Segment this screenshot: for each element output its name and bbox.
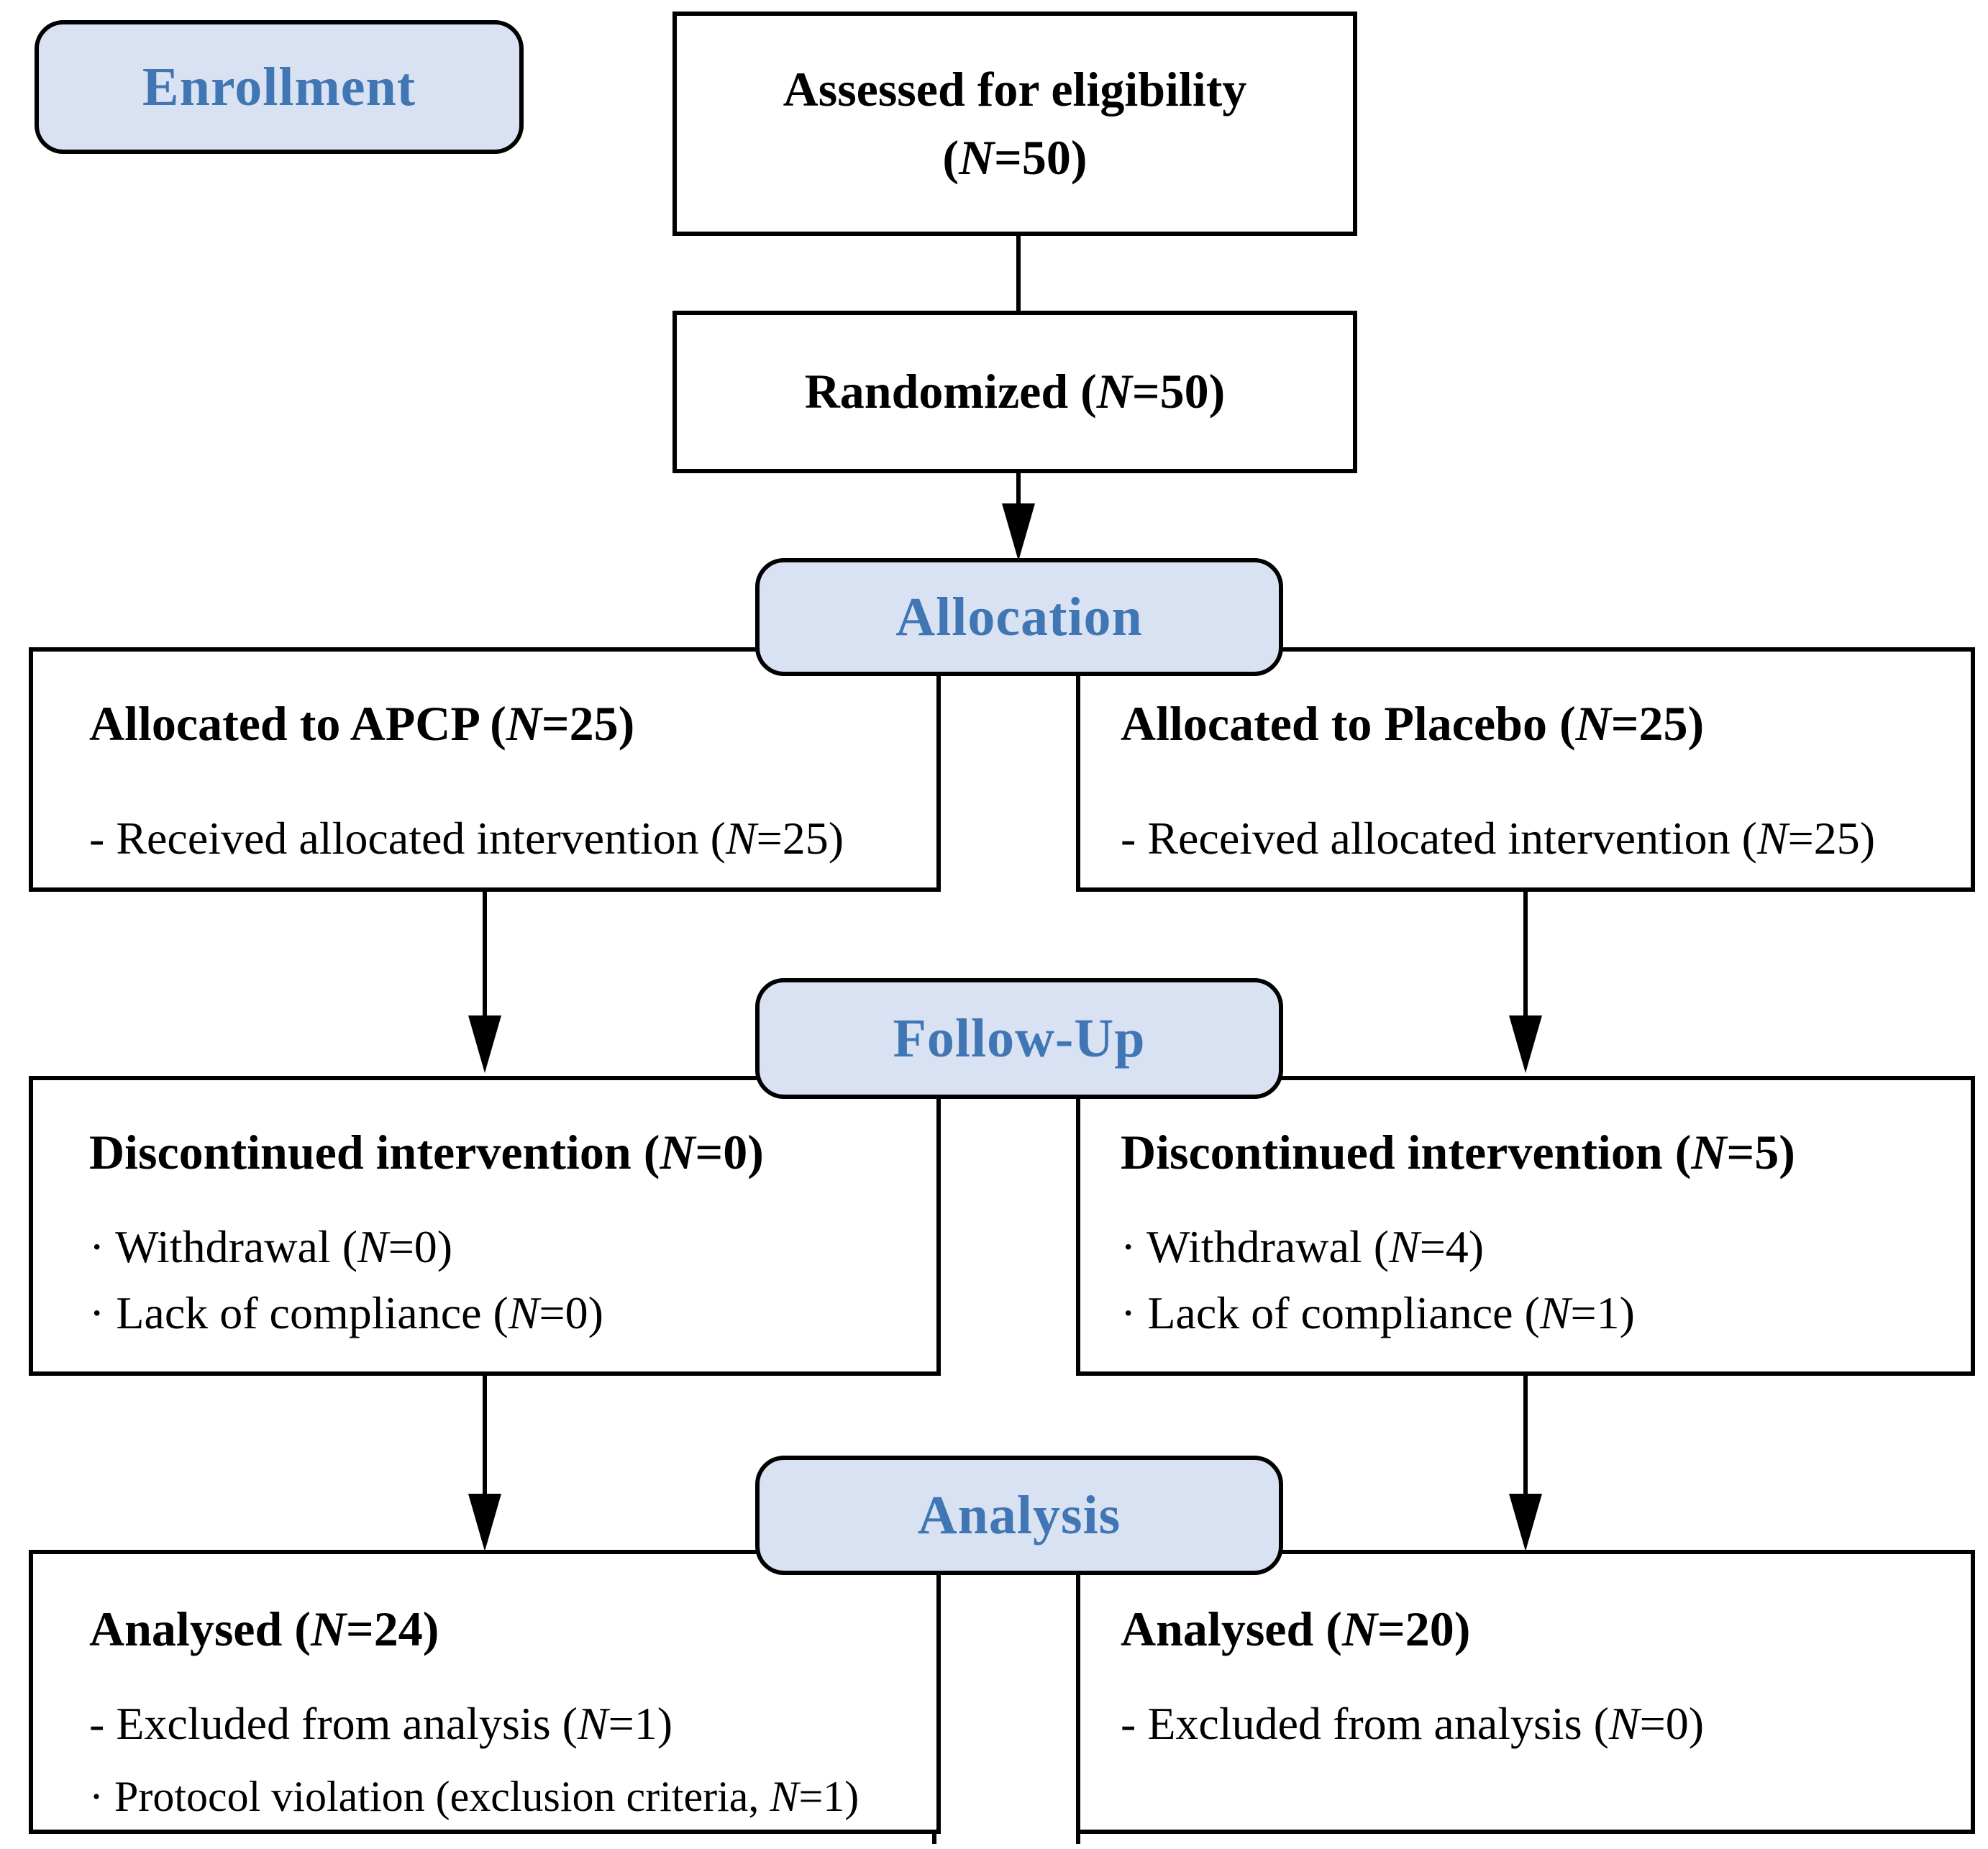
n-variable: N xyxy=(1389,1220,1420,1272)
arrowhead-apcp-followup xyxy=(468,1015,501,1073)
n-variable: N xyxy=(1756,812,1788,864)
box-item: - Excluded from analysis (N=1) xyxy=(89,1697,672,1749)
box-title: Analysed (N=20) xyxy=(1121,1602,1471,1656)
allocated-placebo-box: Allocated to Placebo (N=25) - Received a… xyxy=(1076,647,1975,892)
n-variable: N xyxy=(660,1125,696,1179)
box-item: · Lack of compliance (N=0) xyxy=(89,1287,603,1339)
allocation-stage-label: Allocation xyxy=(895,586,1143,647)
connector-apcp-followup xyxy=(483,892,487,1020)
n-variable: N xyxy=(508,1287,539,1339)
box-title: Allocated to APCP (N=25) xyxy=(89,696,635,751)
box-item: - Received allocated intervention (N=25) xyxy=(1121,812,1876,864)
analysis-stage-label: Analysis xyxy=(917,1484,1121,1546)
n-variable: N xyxy=(770,1773,799,1821)
connector-apcp-analysis xyxy=(483,1376,487,1497)
analysed-apcp-box: Analysed (N=24) - Excluded from analysis… xyxy=(29,1550,941,1834)
connector-assessed-randomized xyxy=(1016,236,1021,312)
followup-stage-label: Follow-Up xyxy=(893,1008,1146,1069)
connector-placebo-followup xyxy=(1523,892,1528,1020)
n-variable: N xyxy=(1341,1602,1378,1656)
n-variable: N xyxy=(357,1220,388,1272)
box-title: Discontinued intervention (N=0) xyxy=(89,1125,764,1179)
box-item: · Withdrawal (N=0) xyxy=(89,1220,453,1272)
box-title: Allocated to Placebo (N=25) xyxy=(1121,696,1705,751)
randomized-box: Randomized (N=50) xyxy=(672,311,1357,473)
arrowhead-apcp-analysis xyxy=(468,1494,501,1551)
n-variable: N xyxy=(506,696,542,751)
n-variable: N xyxy=(1539,1287,1571,1339)
n-variable: N xyxy=(1575,696,1611,751)
arrowhead-placebo-analysis xyxy=(1509,1494,1542,1551)
n-variable: N xyxy=(725,812,757,864)
n-variable: N xyxy=(959,130,995,185)
arrowhead-allocation xyxy=(1002,503,1035,561)
allocation-stage-pill: Allocation xyxy=(755,558,1283,676)
n-variable: N xyxy=(1691,1125,1727,1179)
allocated-apcp-box: Allocated to APCP (N=25) - Received allo… xyxy=(29,647,941,892)
box-item: - Excluded from analysis (N=0) xyxy=(1121,1697,1704,1749)
analysed-placebo-box: Analysed (N=20) - Excluded from analysis… xyxy=(1076,1550,1975,1834)
box-item: · Withdrawal (N=4) xyxy=(1121,1220,1485,1272)
border-stub-right xyxy=(1076,1830,1080,1844)
randomized-line: Randomized (N=50) xyxy=(804,364,1226,419)
box-item: · Protocol violation (exclusion criteria… xyxy=(89,1773,860,1821)
n-variable: N xyxy=(577,1697,608,1749)
analysis-stage-pill: Analysis xyxy=(755,1456,1283,1575)
enrollment-stage-pill: Enrollment xyxy=(35,20,524,154)
connector-placebo-analysis xyxy=(1523,1376,1528,1497)
assessed-line2: (N=50) xyxy=(942,130,1088,185)
border-stub-left xyxy=(932,1830,936,1844)
enrollment-stage-label: Enrollment xyxy=(142,56,416,117)
box-title: Analysed (N=24) xyxy=(89,1602,439,1656)
box-item: · Lack of compliance (N=1) xyxy=(1121,1287,1635,1339)
n-variable: N xyxy=(1096,364,1132,419)
arrowhead-placebo-followup xyxy=(1509,1015,1542,1073)
n-variable: N xyxy=(1608,1697,1640,1749)
discontinued-placebo-box: Discontinued intervention (N=5) · Withdr… xyxy=(1076,1076,1975,1376)
n-variable: N xyxy=(310,1602,347,1656)
discontinued-apcp-box: Discontinued intervention (N=0) · Withdr… xyxy=(29,1076,941,1376)
assessed-line1: Assessed for eligibility xyxy=(783,61,1247,117)
assessed-eligibility-box: Assessed for eligibility (N=50) xyxy=(672,12,1357,236)
connector-randomized-allocation xyxy=(1016,473,1021,511)
box-item: - Received allocated intervention (N=25) xyxy=(89,812,844,864)
box-title: Discontinued intervention (N=5) xyxy=(1121,1125,1795,1179)
followup-stage-pill: Follow-Up xyxy=(755,978,1283,1099)
